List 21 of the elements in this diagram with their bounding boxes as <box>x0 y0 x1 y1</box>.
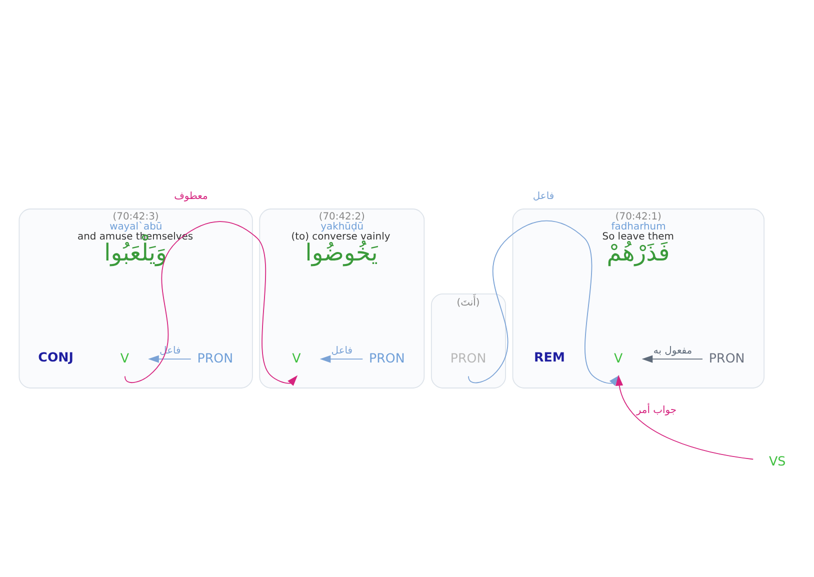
edge-label: مفعول به <box>653 344 692 356</box>
node-text: PRON <box>197 350 234 365</box>
arrow <box>615 374 754 460</box>
node-text: VS <box>769 452 786 468</box>
node-text: CONJ <box>38 349 74 364</box>
node-text: REM <box>534 349 565 364</box>
node-text: V <box>614 350 623 365</box>
arrow <box>124 220 298 386</box>
arrow <box>468 220 620 386</box>
node-text: V <box>120 350 130 365</box>
arrow <box>642 354 703 362</box>
edge-label: فاعل <box>331 344 353 356</box>
node-text: PRON <box>450 350 486 365</box>
arrow <box>148 354 192 362</box>
edge-label: معطوف <box>174 190 208 202</box>
arrow <box>320 354 364 362</box>
node-text: V <box>292 350 301 365</box>
node-text: PRON <box>369 350 405 365</box>
edge-label: جواب أمر <box>636 404 677 416</box>
edge-label: فاعل <box>532 190 554 202</box>
node-text: PRON <box>708 350 745 365</box>
